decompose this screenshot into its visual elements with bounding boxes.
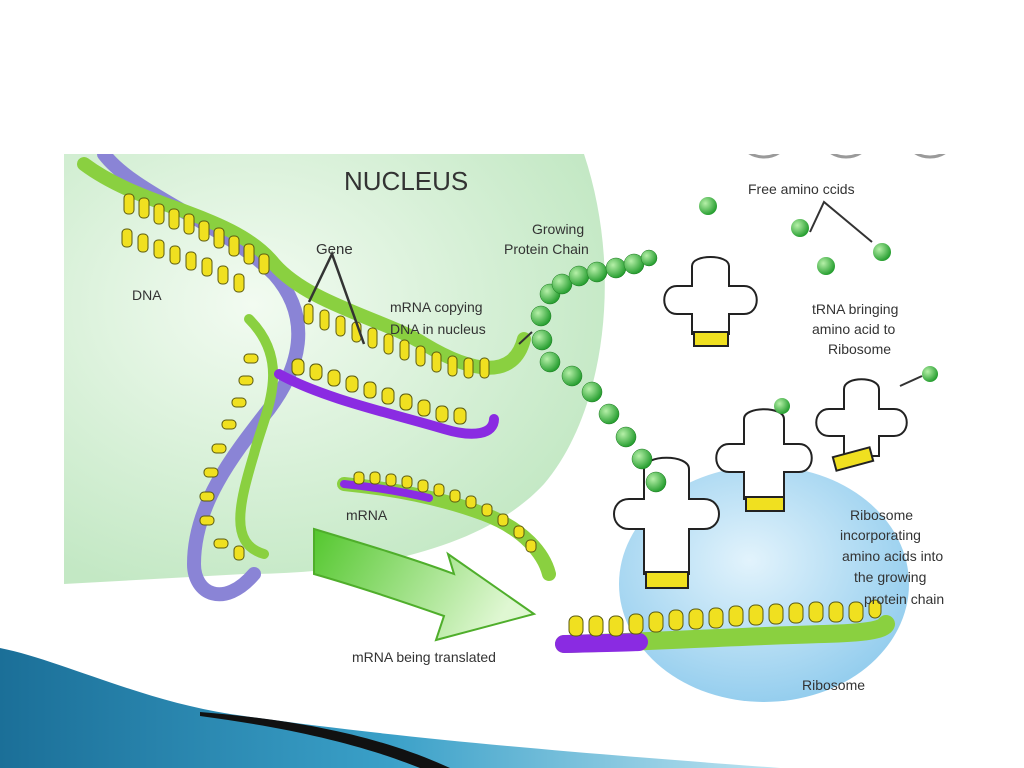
label-gene: Gene xyxy=(316,241,353,258)
mrna-in-nucleus xyxy=(274,369,499,439)
nucleus-region xyxy=(64,154,605,584)
trna-free xyxy=(663,256,758,347)
gene-bracket xyxy=(307,250,366,345)
protein-synthesis-diagram: NUCLEUS DNA Gene Growing Protein Chain m… xyxy=(64,154,1000,712)
mrna-exiting-bases xyxy=(353,471,537,553)
label-translated: mRNA being translated xyxy=(352,649,496,665)
label-ribo-1: Ribosome xyxy=(850,507,913,523)
label-growing-1: Growing xyxy=(532,221,584,237)
label-ribo-5: protein chain xyxy=(864,591,944,607)
trna-carrying xyxy=(815,378,908,472)
label-trna-1: tRNA bringing xyxy=(812,301,898,317)
translation-arrow xyxy=(313,527,537,642)
footer-black-swoosh xyxy=(200,712,450,768)
label-free-amino: Free amino ccids xyxy=(748,181,855,197)
trna-in-ribosome xyxy=(613,456,720,589)
label-growing-2: Protein Chain xyxy=(504,241,589,257)
footer-blue-swoosh xyxy=(0,648,780,768)
dna-bases xyxy=(121,193,270,561)
label-ribosome: Ribosome xyxy=(802,677,865,693)
label-nucleus: NUCLEUS xyxy=(344,166,468,196)
trna-pointer xyxy=(899,375,923,387)
dna-strand-green-lower xyxy=(235,314,279,559)
label-dna: DNA xyxy=(132,287,162,303)
label-trna-3: Ribosome xyxy=(828,341,891,357)
label-ribo-4: the growing xyxy=(854,569,926,585)
footer-decoration xyxy=(0,648,780,768)
trna-entering xyxy=(715,408,813,512)
mrna-exiting-purple xyxy=(340,480,433,502)
label-mrna: mRNA xyxy=(346,507,388,523)
free-amino-acids xyxy=(699,197,938,414)
label-copy-2: DNA in nucleus xyxy=(390,321,486,337)
protein-chain xyxy=(530,249,667,493)
free-amino-bracket xyxy=(809,200,873,243)
copy-pointer xyxy=(518,331,533,345)
label-copy-1: mRNA copying xyxy=(390,299,483,315)
label-ribo-3: amino acids into xyxy=(842,548,943,564)
mrna-translating-purple xyxy=(555,633,648,653)
mrna-translating-bases xyxy=(568,599,882,637)
label-trna-2: amino acid to xyxy=(812,321,895,337)
top-bubbles xyxy=(748,154,946,159)
label-ribo-2: incorporating xyxy=(840,527,921,543)
